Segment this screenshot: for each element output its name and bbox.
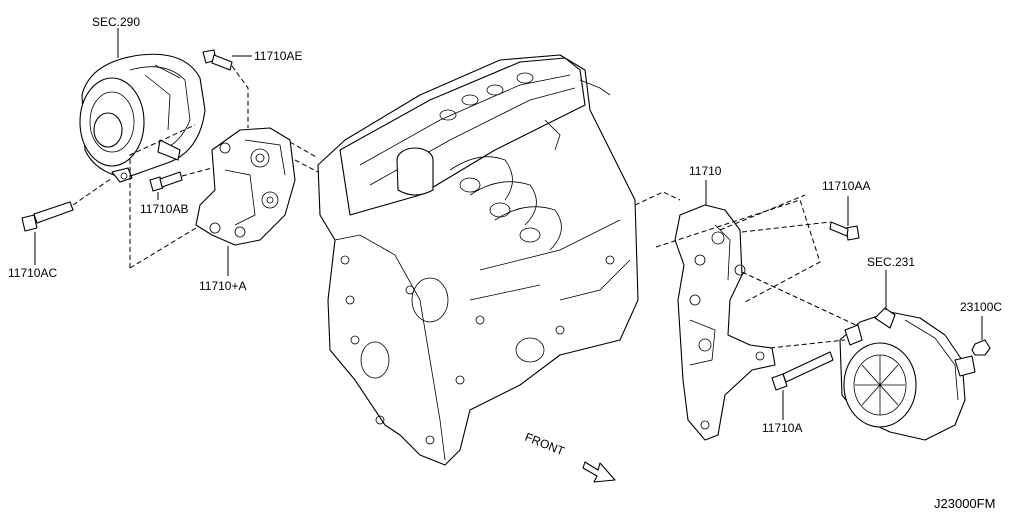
- front-arrow-icon: [582, 461, 616, 483]
- label-11710aa: 11710AA: [822, 179, 871, 193]
- assembly-lines-right: [634, 191, 859, 349]
- label-sec290: SEC.290: [92, 15, 140, 29]
- compressor-drawing: [79, 53, 206, 183]
- assembly-lines-left: [129, 65, 319, 269]
- bracket-11710: [674, 204, 776, 441]
- label-11710ab: 11710AB: [140, 202, 189, 216]
- bolt-11710ae: [202, 49, 233, 71]
- bolt-11710ac: [21, 201, 74, 232]
- label-sec231: SEC.231: [867, 255, 915, 269]
- label-11710plusa: 11710+A: [199, 279, 247, 293]
- label-diagram-code: J23000FM: [934, 496, 995, 511]
- nut-23100c: [971, 339, 991, 356]
- alternator-drawing: [839, 307, 976, 441]
- label-front: FRONT: [523, 430, 567, 459]
- label-11710: 11710: [689, 164, 722, 178]
- bracket-11710plusa: [195, 127, 296, 246]
- label-11710ae: 11710AE: [254, 49, 303, 63]
- dash-11710ac: [72, 177, 113, 206]
- label-11710a: 11710A: [762, 421, 802, 435]
- engine-block-drawing: [317, 54, 639, 466]
- bolt-11710ab: [149, 171, 183, 192]
- bolt-11710aa: [829, 221, 860, 241]
- bolt-11710a: [771, 351, 834, 391]
- label-23100c: 23100C: [960, 300, 1002, 314]
- label-11710ac: 11710AC: [8, 266, 57, 280]
